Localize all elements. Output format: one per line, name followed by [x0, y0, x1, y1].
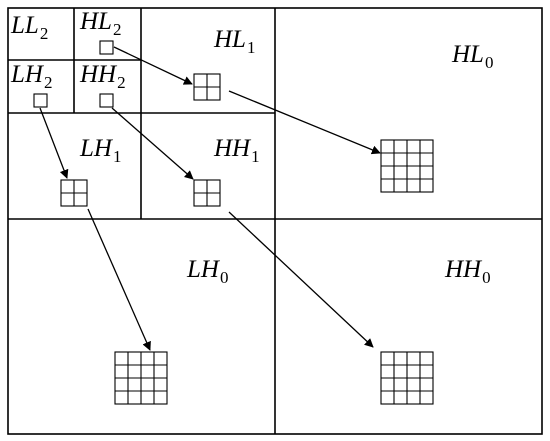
arrow-hl2-to-hl1	[113, 46, 193, 85]
arrow-hl1-to-hl0	[228, 90, 381, 155]
block-lh2	[33, 93, 48, 108]
label-hl1: HL1	[213, 26, 255, 57]
block-hh1	[193, 179, 221, 207]
block-border	[99, 93, 114, 108]
label-lh0: LH0	[186, 256, 228, 287]
arrow-hh1-to-hh0	[228, 211, 374, 348]
arrow-lh2-to-lh1	[39, 107, 69, 179]
block-lh0	[114, 351, 168, 405]
subband-frame	[7, 7, 543, 435]
arrows	[39, 46, 381, 351]
label-hh2: HH2	[79, 61, 126, 92]
label-lh1: LH1	[79, 135, 121, 166]
label-hl0: HL0	[451, 41, 493, 72]
label-lh2: LH2	[10, 61, 52, 92]
block-hh0	[380, 351, 434, 405]
label-hh0: HH0	[444, 256, 491, 287]
arrow-lh1-to-lh0	[87, 208, 151, 351]
block-border	[99, 40, 114, 55]
label-ll2: LL2	[10, 12, 48, 43]
arrow-hh2-to-hh1	[111, 107, 194, 180]
block-border	[33, 93, 48, 108]
block-hl1	[193, 73, 221, 101]
block-lh1	[60, 179, 88, 207]
label-hl2: HL2	[79, 8, 121, 39]
block-hl0	[380, 139, 434, 193]
block-hh2	[99, 93, 114, 108]
block-hl2	[99, 40, 114, 55]
label-hh1: HH1	[213, 135, 260, 166]
